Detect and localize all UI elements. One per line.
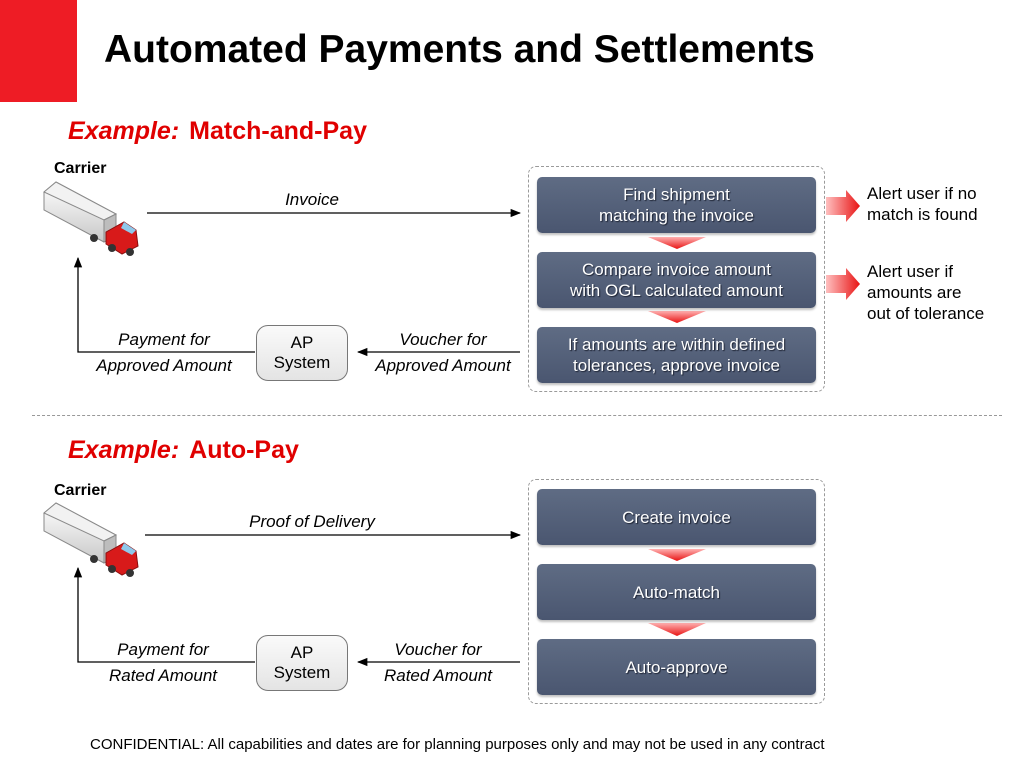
process-step-line: matching the invoice [599, 206, 754, 225]
truck-icon [43, 502, 139, 577]
section-title-match-and-pay: Example: Match-and-Pay [68, 116, 367, 146]
ap-system-box: AP System [256, 635, 348, 691]
alert-arrow-icon [826, 268, 860, 300]
voucher-label: Voucher for Rated Amount [356, 640, 520, 686]
alert-note: Alert user if amounts are out of toleran… [867, 262, 985, 323]
section-name: Auto-Pay [189, 436, 299, 464]
ap-system-box: AP System [256, 325, 348, 381]
process-step-line: If amounts are within defined [567, 335, 786, 354]
payment-label: Payment for Rated Amount [76, 640, 250, 686]
alert-arrow-icon [826, 190, 860, 222]
voucher-label-line1: Voucher for [399, 330, 487, 349]
ap-system-line2: System [273, 353, 331, 372]
voucher-label: Voucher for Approved Amount [356, 330, 530, 376]
carrier-label: Carrier [54, 160, 107, 177]
process-frame [528, 166, 825, 392]
process-step: If amounts are within defined tolerances… [537, 327, 816, 383]
process-step-line: Find shipment [623, 185, 730, 204]
brand-red-block [0, 0, 77, 102]
example-label: Example: [68, 117, 180, 145]
payment-label: Payment for Approved Amount [76, 330, 252, 376]
section-name: Match-and-Pay [189, 117, 367, 145]
process-step: Find shipment matching the invoice [537, 177, 816, 233]
process-step-line: with OGL calculated amount [570, 281, 783, 300]
voucher-label-line1: Voucher for [394, 640, 482, 659]
confidential-footer: CONFIDENTIAL: All capabilities and dates… [90, 736, 825, 753]
ap-system-line2: System [273, 663, 331, 682]
example-label: Example: [68, 436, 180, 464]
step-connector-chevron [648, 623, 706, 636]
process-frame [528, 479, 825, 704]
payment-label-line2: Approved Amount [96, 356, 232, 375]
payment-label-line1: Payment for [117, 640, 209, 659]
voucher-label-line2: Rated Amount [383, 666, 493, 685]
proof-of-delivery-label: Proof of Delivery [249, 512, 375, 531]
process-step: Create invoice [537, 489, 816, 545]
process-step-line: Compare invoice amount [582, 260, 771, 279]
step-connector-chevron [648, 311, 706, 323]
slide-title: Automated Payments and Settlements [104, 28, 815, 71]
process-step: Auto-approve [537, 639, 816, 695]
step-connector-chevron [648, 549, 706, 561]
process-step: Auto-match [537, 564, 816, 620]
carrier-label: Carrier [54, 482, 107, 499]
payment-label-line2: Rated Amount [108, 666, 218, 685]
payment-label-line1: Payment for [118, 330, 210, 349]
ap-system-line1: AP [290, 333, 314, 352]
ap-system-line1: AP [290, 643, 314, 662]
process-step-line: tolerances, approve invoice [573, 356, 780, 375]
payment-arrow-2 [73, 566, 255, 663]
section-title-auto-pay: Example: Auto-Pay [68, 435, 299, 465]
section-divider [32, 415, 1002, 416]
payment-arrow [73, 256, 255, 353]
invoice-label: Invoice [285, 190, 339, 209]
step-connector-chevron [648, 237, 706, 249]
process-step: Compare invoice amount with OGL calculat… [537, 252, 816, 308]
alert-note: Alert user if no match is found [867, 184, 978, 224]
truck-icon [43, 181, 139, 256]
voucher-label-line2: Approved Amount [375, 356, 511, 375]
